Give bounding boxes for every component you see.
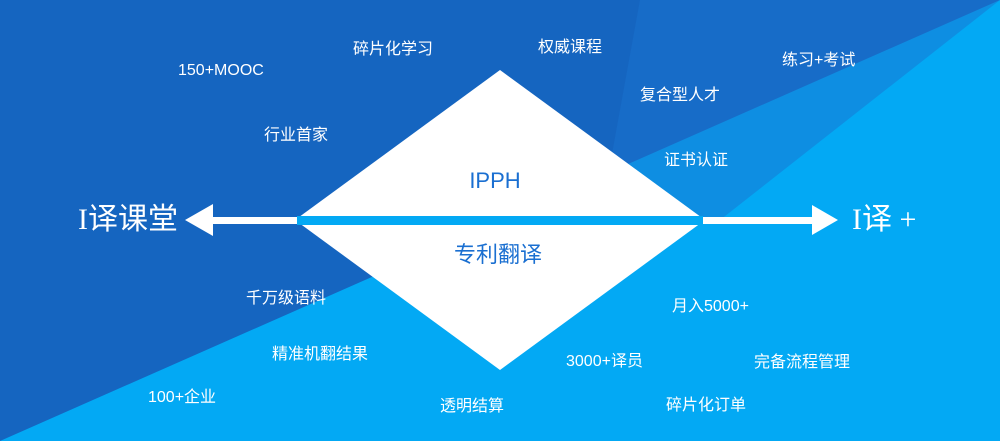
- feature-label: 证书认证: [664, 152, 729, 169]
- feature-label: 权威课程: [538, 39, 603, 56]
- right-end-label: I译 +: [852, 203, 917, 236]
- center-bottom-label: 专利翻译: [453, 242, 543, 267]
- feature-label: 碎片化学习: [353, 41, 434, 58]
- feature-label: 3000+译员: [566, 353, 643, 370]
- left-end-label: I译课堂: [78, 203, 178, 236]
- right-arrow-icon: [812, 205, 838, 235]
- feature-label: 精准机翻结果: [272, 346, 369, 363]
- feature-label: 150+MOOC: [178, 62, 264, 79]
- feature-label: 100+企业: [148, 389, 217, 406]
- feature-label: 千万级语料: [246, 290, 327, 307]
- feature-label: 复合型人才: [640, 87, 721, 104]
- axis-right-line: [703, 217, 825, 224]
- feature-label: 练习+考试: [782, 52, 856, 69]
- feature-label: 行业首家: [264, 127, 329, 144]
- feature-label: 完备流程管理: [754, 354, 851, 371]
- axis-center-line: [297, 216, 703, 225]
- feature-label: 月入5000+: [672, 298, 749, 315]
- mid-region: [600, 0, 1000, 220]
- axis-left-line: [205, 217, 297, 224]
- feature-label: 碎片化订单: [666, 397, 747, 414]
- left-arrow-icon: [185, 204, 213, 236]
- feature-label: 透明结算: [440, 398, 505, 415]
- center-top-label: IPPH: [469, 168, 521, 193]
